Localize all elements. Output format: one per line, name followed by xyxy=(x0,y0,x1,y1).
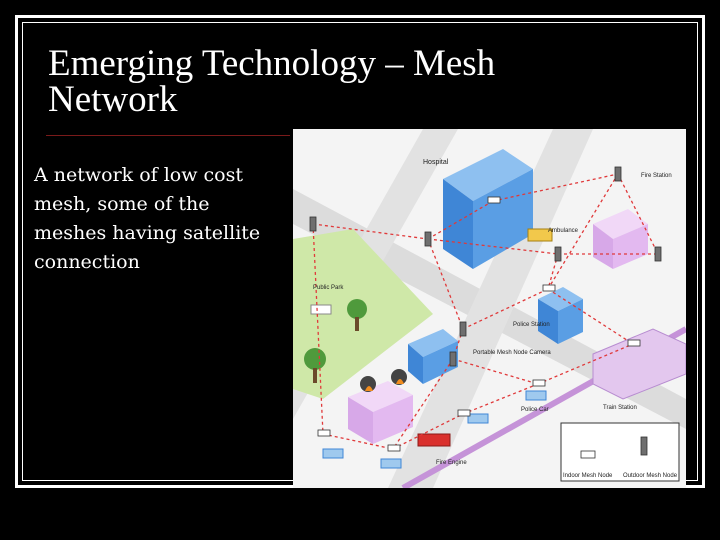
office-building xyxy=(408,329,458,384)
outdoor-mesh-node-icon xyxy=(554,246,562,262)
mesh-network-diagram: Hospital Fire Station Ambulance Public P… xyxy=(293,129,686,488)
label-police-station: Police Station xyxy=(513,322,550,328)
label-public-park: Public Park xyxy=(313,285,344,291)
car-icon xyxy=(322,448,344,459)
car-icon xyxy=(467,413,489,424)
title-divider xyxy=(46,135,290,136)
outdoor-mesh-node-icon xyxy=(654,246,662,262)
fire-engine-icon xyxy=(417,433,451,447)
outdoor-mesh-node-icon xyxy=(309,216,317,232)
slide-title: Emerging Technology – Mesh Network xyxy=(48,43,496,120)
legend-indoor-label: Indoor Mesh Node xyxy=(563,473,613,479)
diagram-legend: Indoor Mesh Node Outdoor Mesh Node xyxy=(560,422,680,482)
indoor-mesh-node-icon xyxy=(387,444,401,452)
indoor-mesh-node-icon xyxy=(542,284,556,292)
ambulance-icon xyxy=(527,228,553,242)
indoor-mesh-node-icon xyxy=(627,339,641,347)
label-portable-mesh: Portable Mesh Node Camera xyxy=(473,350,551,356)
legend-outdoor-label: Outdoor Mesh Node xyxy=(623,473,678,479)
mesh-links xyxy=(312,173,659,450)
fire-station-building xyxy=(593,209,648,269)
road-center xyxy=(388,129,593,488)
police-car-icon xyxy=(525,390,547,401)
label-hospital: Hospital xyxy=(423,159,449,166)
outdoor-mesh-node-icon xyxy=(640,436,648,456)
slide-body-text: A network of low cost mesh, some of the … xyxy=(34,164,261,273)
outdoor-mesh-node-icon xyxy=(424,231,432,247)
mesh-network-illustration: Hospital Fire Station Ambulance Public P… xyxy=(293,129,686,488)
outdoor-mesh-node-icon xyxy=(459,321,467,337)
outdoor-mesh-node-icon xyxy=(614,166,622,182)
indoor-mesh-node-icon xyxy=(580,450,596,459)
indoor-mesh-node-icon xyxy=(317,429,331,437)
car-icon xyxy=(380,458,402,469)
label-fire-station: Fire Station xyxy=(641,173,672,179)
police-station-building xyxy=(538,287,583,344)
label-ambulance: Ambulance xyxy=(548,228,579,234)
label-train-station: Train Station xyxy=(603,405,637,411)
tree-icon xyxy=(347,299,367,331)
hospital-building xyxy=(443,149,533,269)
indoor-mesh-node-icon xyxy=(487,196,501,204)
outdoor-mesh-node-icon xyxy=(449,351,457,367)
indoor-mesh-node-icon xyxy=(532,379,546,387)
train-station-building xyxy=(592,328,686,400)
tree-icon xyxy=(304,348,326,383)
burning-building xyxy=(348,369,413,444)
park-bench-icon xyxy=(310,304,332,315)
indoor-mesh-node-icon xyxy=(457,409,471,417)
label-fire-engine: Fire Engine xyxy=(436,460,467,466)
label-police-car: Police Car xyxy=(521,407,549,413)
